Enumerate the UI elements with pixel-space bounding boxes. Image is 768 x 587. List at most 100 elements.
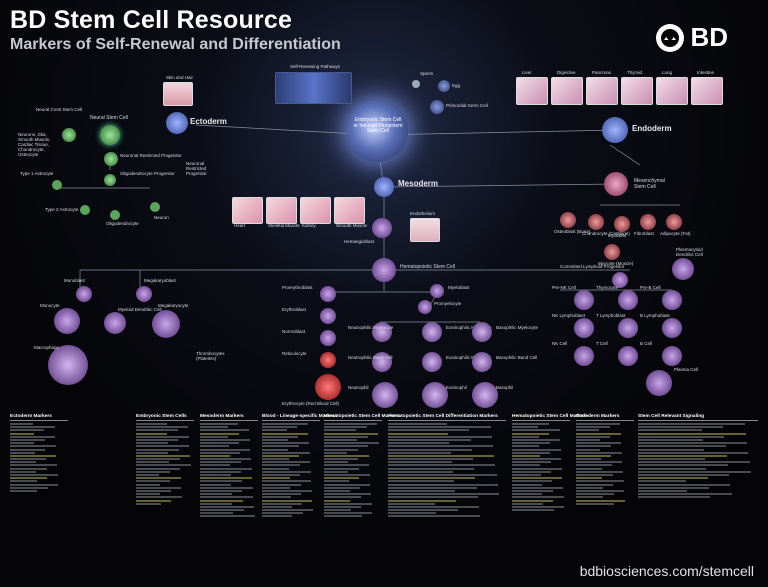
marker-table-row — [512, 474, 541, 476]
marker-table-row — [388, 467, 475, 470]
egg-cell — [438, 80, 450, 92]
marker-table-row — [388, 448, 472, 451]
marker-table-row — [200, 448, 251, 451]
marker-table-row — [638, 429, 702, 432]
marker-table-row — [262, 445, 299, 448]
granulocyte-cell — [422, 322, 442, 342]
marker-table-row — [388, 474, 497, 476]
marker-table-row — [10, 442, 35, 445]
lymphoid-label: Thymocyte — [596, 285, 619, 290]
marker-table-row — [136, 435, 189, 438]
marker-table: Blood - Lineage-specific Markers — [262, 414, 337, 564]
mesenchymal-derivative-cell — [604, 244, 620, 260]
marker-table-row — [576, 483, 614, 486]
marker-table-row — [10, 435, 56, 438]
marker-table-row — [10, 477, 48, 480]
marker-table-row — [512, 442, 550, 445]
marker-table-row — [324, 454, 369, 457]
marker-table-row — [262, 429, 287, 432]
marker-table-row — [576, 496, 604, 499]
marker-table-row — [10, 474, 58, 476]
crest-derivatives-label: Neurons, Glia, Smooth Muscle, Cardiac Ti… — [18, 132, 51, 157]
marker-table-row — [638, 445, 726, 448]
marker-table-row — [262, 426, 298, 429]
marker-table-row — [324, 505, 362, 508]
monoblast-cell — [76, 286, 92, 302]
lymphoid-label: B Lymphoblast — [640, 313, 670, 318]
mesoderm-tissue-label: Kidney — [302, 223, 316, 228]
marker-table-row — [200, 515, 255, 518]
marker-table-row — [638, 464, 728, 467]
marker-table: Embryonic Stem Cells — [136, 414, 194, 564]
mesoderm-tissue-image — [300, 197, 331, 224]
marker-table-row — [324, 474, 370, 476]
marker-table-row — [638, 483, 731, 486]
marker-table-row — [262, 438, 288, 441]
marker-table-row — [200, 480, 242, 483]
marker-table-row — [262, 448, 289, 451]
marker-table-row — [262, 480, 312, 483]
type1-astrocyte-label: Type 1 Astrocyte — [20, 171, 54, 176]
marker-table-row — [200, 489, 243, 492]
marker-table-row — [136, 461, 170, 464]
granulocyte-label: Neutrophilic Myelocyte — [348, 325, 394, 330]
megakaryoblast-label: Megakaryoblast — [144, 278, 176, 283]
marker-table-row — [324, 426, 367, 429]
marker-table-row — [262, 432, 309, 435]
signaling-label: Self-Renewing Pathways — [290, 64, 341, 69]
marker-table-row — [388, 512, 437, 515]
marker-table-row — [262, 512, 303, 515]
marker-table-row — [136, 464, 191, 467]
ectoderm-label: Ectoderm — [190, 117, 227, 126]
marker-table-row — [200, 486, 253, 489]
mesenchymal-derivative-label: Adipocyte (Fat) — [660, 231, 691, 236]
marker-table-row — [388, 429, 470, 432]
erythroid-label: Erythrocyte (Red Blood Cell) — [282, 401, 340, 406]
marker-table-row — [576, 435, 611, 438]
marker-table-row — [262, 483, 301, 486]
erythroid-cell — [320, 330, 336, 346]
marker-table-row — [576, 429, 600, 432]
bd-logo: BD — [655, 22, 728, 53]
marker-table-row — [200, 429, 250, 432]
marker-table-row — [512, 432, 550, 435]
mesoderm-tissue-image — [334, 197, 365, 224]
marker-table: Stem Cell Relevant Signaling — [638, 414, 758, 564]
marker-table-row — [262, 474, 301, 476]
marker-table-row — [200, 432, 239, 435]
neuron-cell — [150, 202, 160, 212]
marker-table-row — [512, 448, 561, 451]
marker-table-row — [324, 496, 361, 499]
marker-table-row — [262, 435, 298, 438]
marker-table-row — [10, 445, 56, 448]
marker-table-row — [10, 486, 48, 489]
marker-table-heading: Embryonic Stem Cells — [136, 414, 194, 421]
erythroid-label: Normoblast — [282, 329, 306, 334]
marker-table-row — [136, 477, 181, 480]
lymphoid-cell — [618, 290, 638, 310]
marker-table-row — [136, 496, 182, 499]
footer-url[interactable]: bdbiosciences.com/stemcell — [579, 563, 754, 579]
marker-table-row — [324, 458, 359, 461]
endoderm-label: Endoderm — [632, 124, 672, 133]
marker-table-row — [136, 442, 168, 445]
granulocyte-label: Neutrophil — [348, 385, 369, 390]
marker-table-row — [638, 435, 725, 438]
marker-table-row — [388, 458, 473, 461]
marker-table-row — [388, 509, 458, 512]
marker-table-row — [136, 429, 178, 432]
marker-table-row — [10, 448, 46, 451]
mesoderm-tissue-image — [266, 197, 297, 224]
marker-table-row — [200, 451, 241, 454]
marker-table-row — [638, 458, 706, 461]
marker-table-row — [388, 461, 452, 464]
lymphoid-label: NK Lymphoblast — [552, 313, 585, 318]
marker-table-row — [388, 502, 436, 505]
marker-table-row — [324, 512, 373, 515]
erythroid-cell — [320, 352, 336, 368]
erythroid-label: Erythroblast — [282, 307, 307, 312]
marker-table-row — [388, 480, 455, 483]
marker-table-row — [388, 493, 499, 496]
lymphoid-label: T Cell — [596, 341, 608, 346]
